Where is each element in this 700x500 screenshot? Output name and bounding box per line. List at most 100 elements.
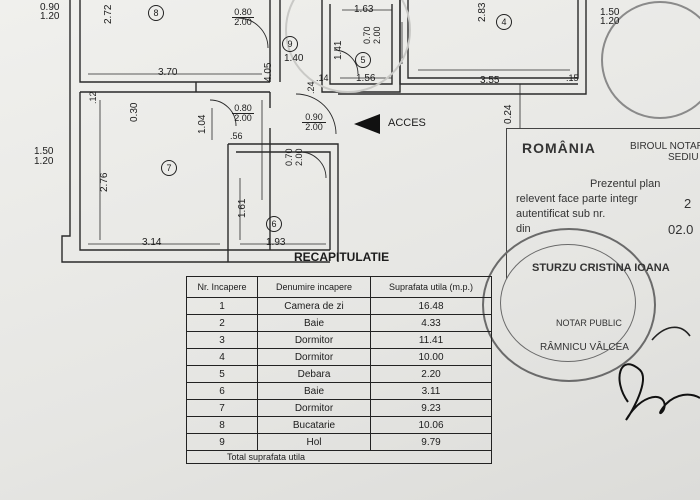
- cell-area: 9.79: [370, 433, 492, 451]
- stamp-line-2: relevent face parte integr: [516, 193, 638, 205]
- dim-label: 1.04: [197, 114, 208, 134]
- dim-label: 1.40: [284, 53, 304, 64]
- cell-name: Camera de zi: [257, 297, 371, 315]
- door-label: 0.70: [284, 148, 294, 166]
- room-number-8: 8: [148, 5, 164, 21]
- cell-area: 4.33: [370, 314, 492, 332]
- cell-name: Dormitor: [257, 399, 371, 417]
- cell-area: 16.48: [370, 297, 492, 315]
- cell-area: 10.06: [370, 416, 492, 434]
- dim-label: .12: [88, 91, 98, 104]
- stamp-line-4: din: [516, 223, 531, 235]
- dim-label: 2.76: [99, 172, 110, 192]
- stamp-handwritten-number: 2: [684, 196, 692, 211]
- cell-name: Dormitor: [257, 331, 371, 349]
- cell-area: 10.00: [370, 348, 492, 366]
- dim-label: 0.30: [129, 102, 140, 122]
- cell-nr: 9: [186, 433, 258, 451]
- recap-table: Nr. Incapere Denumire incapere Suprafata…: [186, 276, 492, 464]
- cell-nr: 4: [186, 348, 258, 366]
- seal-name: STURZU CRISTINA IOANA: [532, 262, 670, 274]
- header-suprafata: Suprafata utila (m.p.): [370, 276, 492, 298]
- dim-label: .56: [230, 131, 243, 141]
- cell-nr: 8: [186, 416, 258, 434]
- cell-area: 2.20: [370, 365, 492, 383]
- cell-name: Baie: [257, 314, 371, 332]
- recap-title: RECAPITULATIE: [294, 250, 390, 264]
- room-number-7: 7: [161, 160, 177, 176]
- cell-name: Hol: [257, 433, 371, 451]
- seal-role: NOTAR PUBLIC: [556, 318, 622, 328]
- cell-name: Baie: [257, 382, 371, 400]
- total-label: Total suprafata utila: [186, 450, 492, 464]
- dim-label: 1.50: [34, 146, 54, 157]
- notary-stamp-box: [506, 128, 700, 279]
- cell-nr: 1: [186, 297, 258, 315]
- table-header-row: Nr. Incapere Denumire incapere Suprafata…: [186, 276, 492, 298]
- cell-area: 11.41: [370, 331, 492, 349]
- dim-label: .15: [566, 73, 579, 83]
- seal-city: RÂMNICU VÂLCEA: [540, 342, 629, 353]
- dim-label: 0.90: [40, 2, 60, 13]
- dim-label: 3.55: [480, 75, 500, 86]
- cell-name: Dormitor: [257, 348, 371, 366]
- dim-label: 1.61: [237, 198, 248, 218]
- dim-label: 1.20: [34, 156, 54, 167]
- stamp-office-seat: SEDIU: [668, 152, 699, 163]
- stamp-country: ROMÂNIA: [522, 140, 596, 156]
- entrance-arrow-icon: [354, 114, 380, 134]
- dim-label: 1.20: [600, 16, 620, 27]
- dim-label: 2.83: [477, 2, 488, 22]
- dim-label: 3.70: [158, 67, 178, 78]
- cell-nr: 3: [186, 331, 258, 349]
- door-label: 0.70: [362, 26, 372, 44]
- dim-label: 1.63: [354, 4, 374, 15]
- dim-label: 4.05: [263, 62, 274, 82]
- dim-label: 1.50: [600, 7, 620, 18]
- door-label: 2.00: [294, 148, 304, 166]
- room-number-4: 4: [496, 14, 512, 30]
- cell-nr: 2: [186, 314, 258, 332]
- stamp-line-3: autentificat sub nr.: [516, 208, 606, 220]
- cell-nr: 6: [186, 382, 258, 400]
- stamp-handwritten-date: 02.0: [668, 222, 694, 237]
- cell-nr: 5: [186, 365, 258, 383]
- table-total-row: Total suprafata utila: [186, 450, 492, 464]
- header-denumire: Denumire incapere: [257, 276, 371, 298]
- door-label: 2.00: [372, 26, 382, 44]
- room-number-5: 5: [355, 52, 371, 68]
- header-nr: Nr. Incapere: [186, 276, 258, 298]
- signature-stroke: [618, 363, 700, 421]
- dim-label: .14: [316, 73, 329, 83]
- cell-area: 9.23: [370, 399, 492, 417]
- notary-seal-inner: [500, 244, 636, 362]
- stamp-line-1: Prezentul plan: [590, 178, 661, 190]
- dim-label: 1.41: [333, 40, 344, 60]
- dim-label: 1.56: [356, 73, 376, 84]
- dim-label: .24: [306, 81, 316, 94]
- cell-nr: 7: [186, 399, 258, 417]
- dim-label: 3.14: [142, 237, 162, 248]
- cell-name: Bucatarie: [257, 416, 371, 434]
- dim-label: 1.20: [40, 11, 60, 22]
- room-number-9: 9: [282, 36, 298, 52]
- dim-label: 2.72: [103, 4, 114, 24]
- room-number-6: 6: [266, 216, 282, 232]
- cell-area: 3.11: [370, 382, 492, 400]
- dim-label: 1.93: [266, 237, 286, 248]
- dim-label: 0.24: [503, 104, 514, 124]
